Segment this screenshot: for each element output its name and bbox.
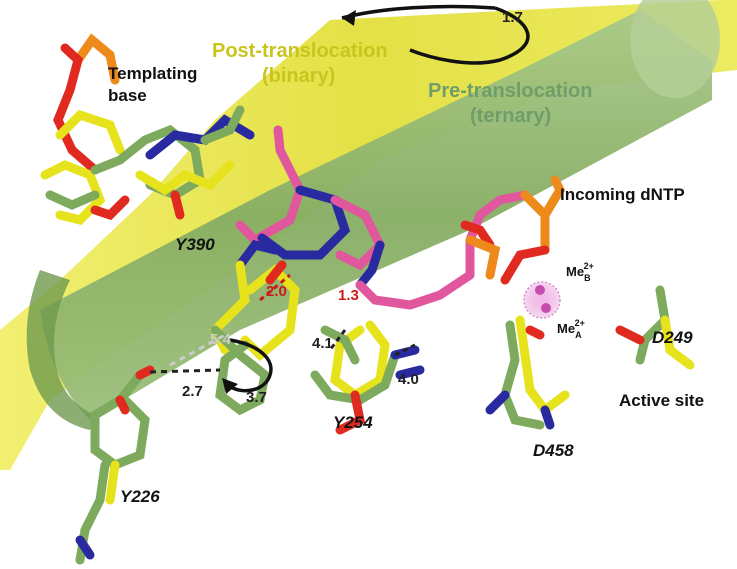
me-b-label: MeB2+	[566, 261, 594, 283]
incoming-dntp-label: Incoming dNTP	[560, 185, 685, 204]
y254-label: Y254	[333, 413, 373, 432]
binary-label: (binary)	[262, 65, 335, 87]
distance-lines	[149, 273, 416, 374]
distance-3-7: 3.7	[246, 389, 267, 406]
incoming-dntp-sticks	[235, 125, 566, 310]
distance-1-7: 1.7	[502, 9, 523, 26]
translocation-arrow	[341, 4, 530, 65]
y390-label: Y390	[175, 235, 215, 254]
y390-sticks	[209, 239, 300, 416]
distance-5-4: 5.4	[210, 331, 232, 348]
distance-2-0: 2.0	[266, 283, 287, 300]
me-a-label: MeA2+	[557, 318, 585, 340]
y226-label: Y226	[120, 487, 160, 506]
templating-label: Templating	[108, 64, 197, 83]
ternary-label: (ternary)	[470, 105, 551, 127]
pre-translocation-label: Pre-translocation	[428, 80, 592, 102]
y226-sticks	[75, 365, 155, 565]
distance-1-3: 1.3	[338, 287, 359, 304]
distance-4-1: 4.1	[312, 335, 333, 352]
post-translocation-label: Post-translocation	[212, 40, 388, 62]
d249-label: D249	[652, 328, 693, 347]
distance-2-7: 2.7	[182, 383, 203, 400]
d249-sticks	[615, 285, 695, 370]
active-site-label: Active site	[619, 391, 704, 410]
y254-sticks	[310, 320, 425, 435]
templating-base-sticks	[40, 33, 255, 225]
d458-label: D458	[533, 441, 574, 460]
rotation-arrow	[222, 338, 273, 394]
metal-ions	[523, 281, 561, 319]
templating-base-label: base	[108, 86, 147, 105]
d458-sticks	[485, 315, 570, 430]
green-helix-pre	[26, 0, 720, 430]
distance-4-0: 4.0	[398, 371, 419, 388]
